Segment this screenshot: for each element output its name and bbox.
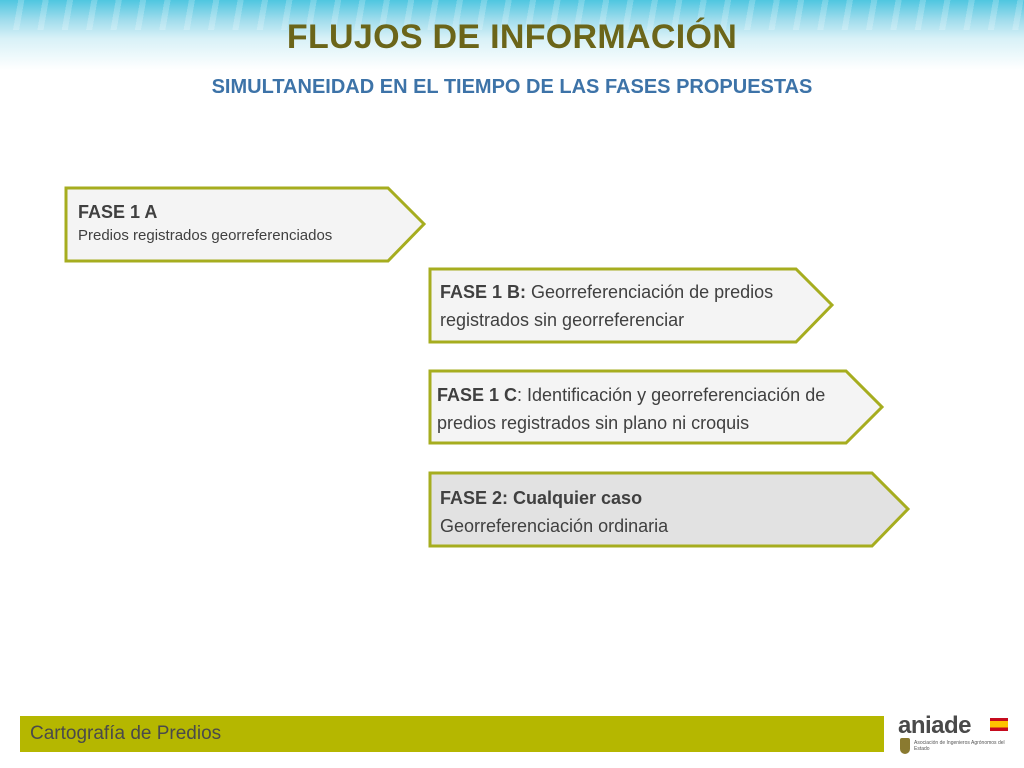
footer-label: Cartografía de Predios [30,723,222,744]
logo-name: aniade [898,712,972,739]
phase-arrow-1b [428,267,835,344]
phase-1b-description: Georreferenciación de predios registrado… [440,282,774,330]
phase-1c-description: : Identificación y georreferenciación de… [437,385,826,433]
logo-subtext: Asociación de Ingenieros Agrónomos del E… [914,740,1005,752]
page-subtitle: SIMULTANEIDAD EN EL TIEMPO DE LAS FASES … [211,76,813,98]
page-title: FLUJOS DE INFORMACIÓN [286,18,738,56]
phase-arrow-1a [64,186,427,263]
phase-arrow-1c [428,369,885,445]
footer-band: Cartografía de Predios [20,716,884,752]
seal-icon [900,738,910,754]
phase-2-title: FASE 2: Cualquier caso [440,488,643,508]
aniade-logo: aniade Asociación de Ingenieros Agrónomo… [896,712,1016,762]
phase-1b-title: FASE 1 B: [440,282,527,302]
phase-2: FASE 2: Cualquier caso Georreferenciació… [440,484,840,540]
header-background [0,0,1024,70]
phase-1a-description: Predios registrados georreferenciados [78,227,333,244]
phase-1c-title: FASE 1 C [437,385,518,405]
phase-1c: FASE 1 C: Identificación y georreferenci… [437,381,857,437]
spain-flag-icon [990,718,1008,731]
phase-arrow-2 [428,471,911,548]
phase-1a-title: FASE 1 A [78,202,158,222]
phase-2-description: Georreferenciación ordinaria [440,516,669,536]
phase-1a: FASE 1 A Predios registrados georreferen… [78,199,398,247]
phase-1b: FASE 1 B: Georreferenciación de predios … [440,278,800,334]
